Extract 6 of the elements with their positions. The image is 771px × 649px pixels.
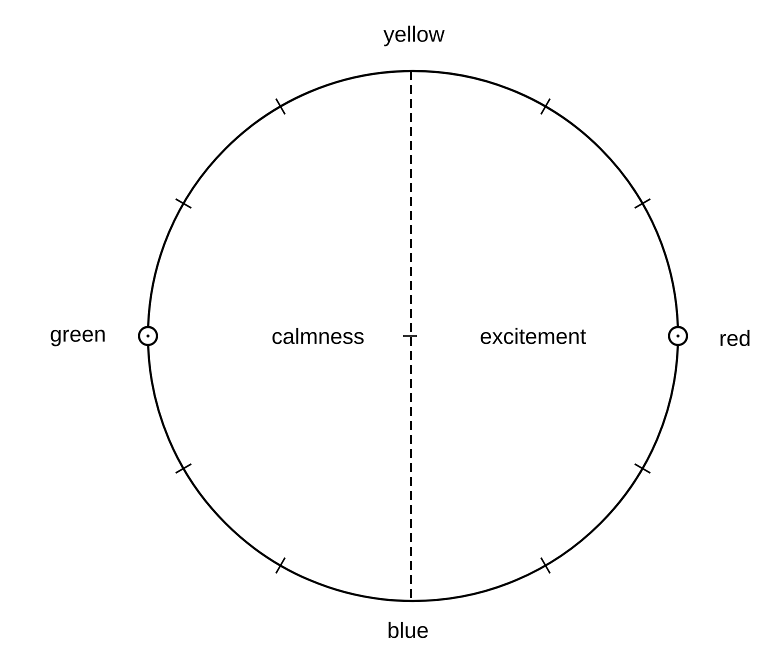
pole-label: blue xyxy=(388,622,428,638)
pole-label: red xyxy=(720,330,750,346)
region-label: calmness xyxy=(272,328,364,344)
region-label: excitement xyxy=(480,328,586,344)
pole-label: yellow xyxy=(383,26,445,46)
pole-label: green xyxy=(50,330,105,346)
